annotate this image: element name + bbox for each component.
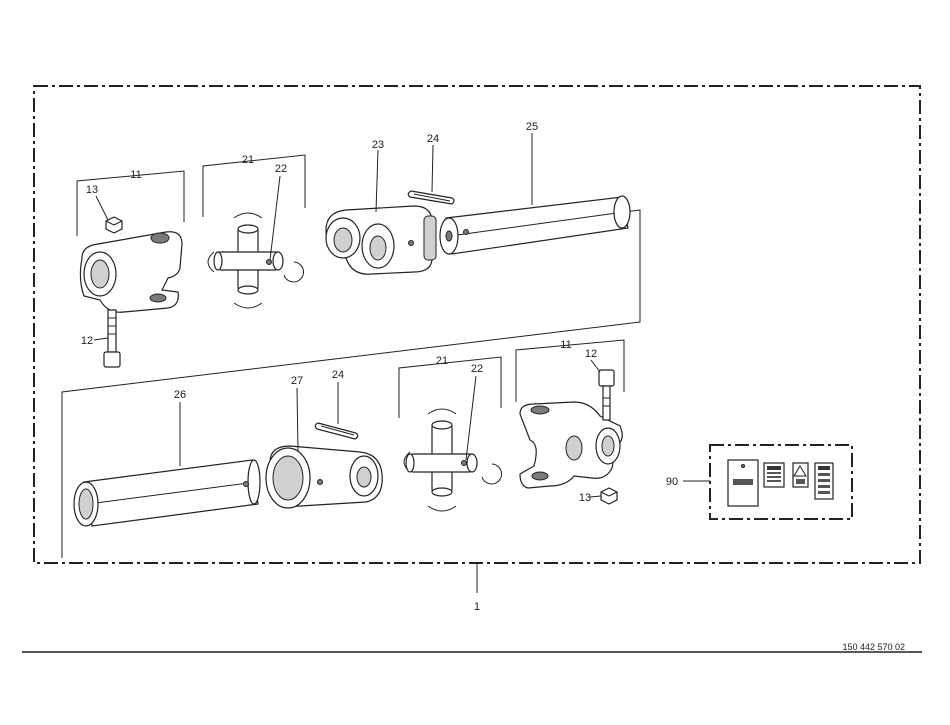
leader-nut-bottom (589, 495, 602, 498)
leader-nut-top (95, 195, 109, 221)
bracket-yoke-bottom (515, 339, 625, 402)
cross-kit-top (207, 212, 305, 309)
bracket-cross-top (202, 154, 306, 217)
leader-grease-top (269, 175, 281, 261)
label-grease-bottom: 22 (471, 363, 483, 375)
decal-safety (814, 462, 834, 500)
inner-tube (439, 195, 631, 255)
decal-warning (792, 462, 809, 488)
roll-pin-top (407, 190, 455, 205)
leader-bolt-top (93, 337, 109, 341)
label-pin-bottom: 24 (332, 369, 344, 381)
leader-outer-yoke (296, 387, 299, 453)
decal-manual (727, 459, 759, 507)
bolt-top (103, 309, 121, 368)
label-inner-yoke: 23 (372, 139, 384, 151)
cross-kit-bottom (403, 408, 503, 512)
label-bolt-bottom: 12 (585, 348, 597, 360)
sheet-outline (61, 209, 641, 558)
leader-bolt-bottom (590, 359, 601, 373)
label-cross-top: 21 (242, 154, 254, 166)
label-bolt-top: 12 (81, 335, 93, 347)
document-number: 150 442 570 02 (842, 642, 905, 652)
label-yoke-bottom: 11 (560, 339, 571, 351)
decal-set-frame (709, 444, 853, 520)
label-nut-bottom: 13 (579, 492, 591, 504)
label-cross-bottom: 21 (436, 355, 448, 367)
leader-grease-bottom (465, 375, 477, 461)
label-nut-top: 13 (86, 184, 98, 196)
yoke-top (79, 231, 183, 313)
label-assembly: 1 (474, 601, 480, 613)
roll-pin-bottom (314, 422, 359, 440)
nut-bottom (600, 487, 618, 505)
decal-instructions (763, 462, 785, 488)
outer-tube (73, 459, 261, 527)
outer-yoke (265, 445, 383, 509)
leader-inner-yoke (375, 149, 379, 213)
label-outer-tube: 26 (174, 389, 186, 401)
nut-top (105, 216, 123, 234)
inner-yoke (325, 205, 437, 275)
label-pin-top: 24 (427, 133, 439, 145)
label-decals: 90 (666, 476, 678, 488)
yoke-bottom (519, 401, 623, 489)
bracket-cross-bottom (398, 356, 502, 418)
bracket-yoke-top (76, 170, 185, 236)
label-yoke-top: 11 (130, 169, 141, 181)
label-grease-top: 22 (275, 163, 287, 175)
label-inner-tube: 25 (526, 121, 538, 133)
leader-pin-top (431, 144, 434, 193)
label-outer-yoke: 27 (291, 375, 303, 387)
bolt-bottom (598, 369, 615, 421)
